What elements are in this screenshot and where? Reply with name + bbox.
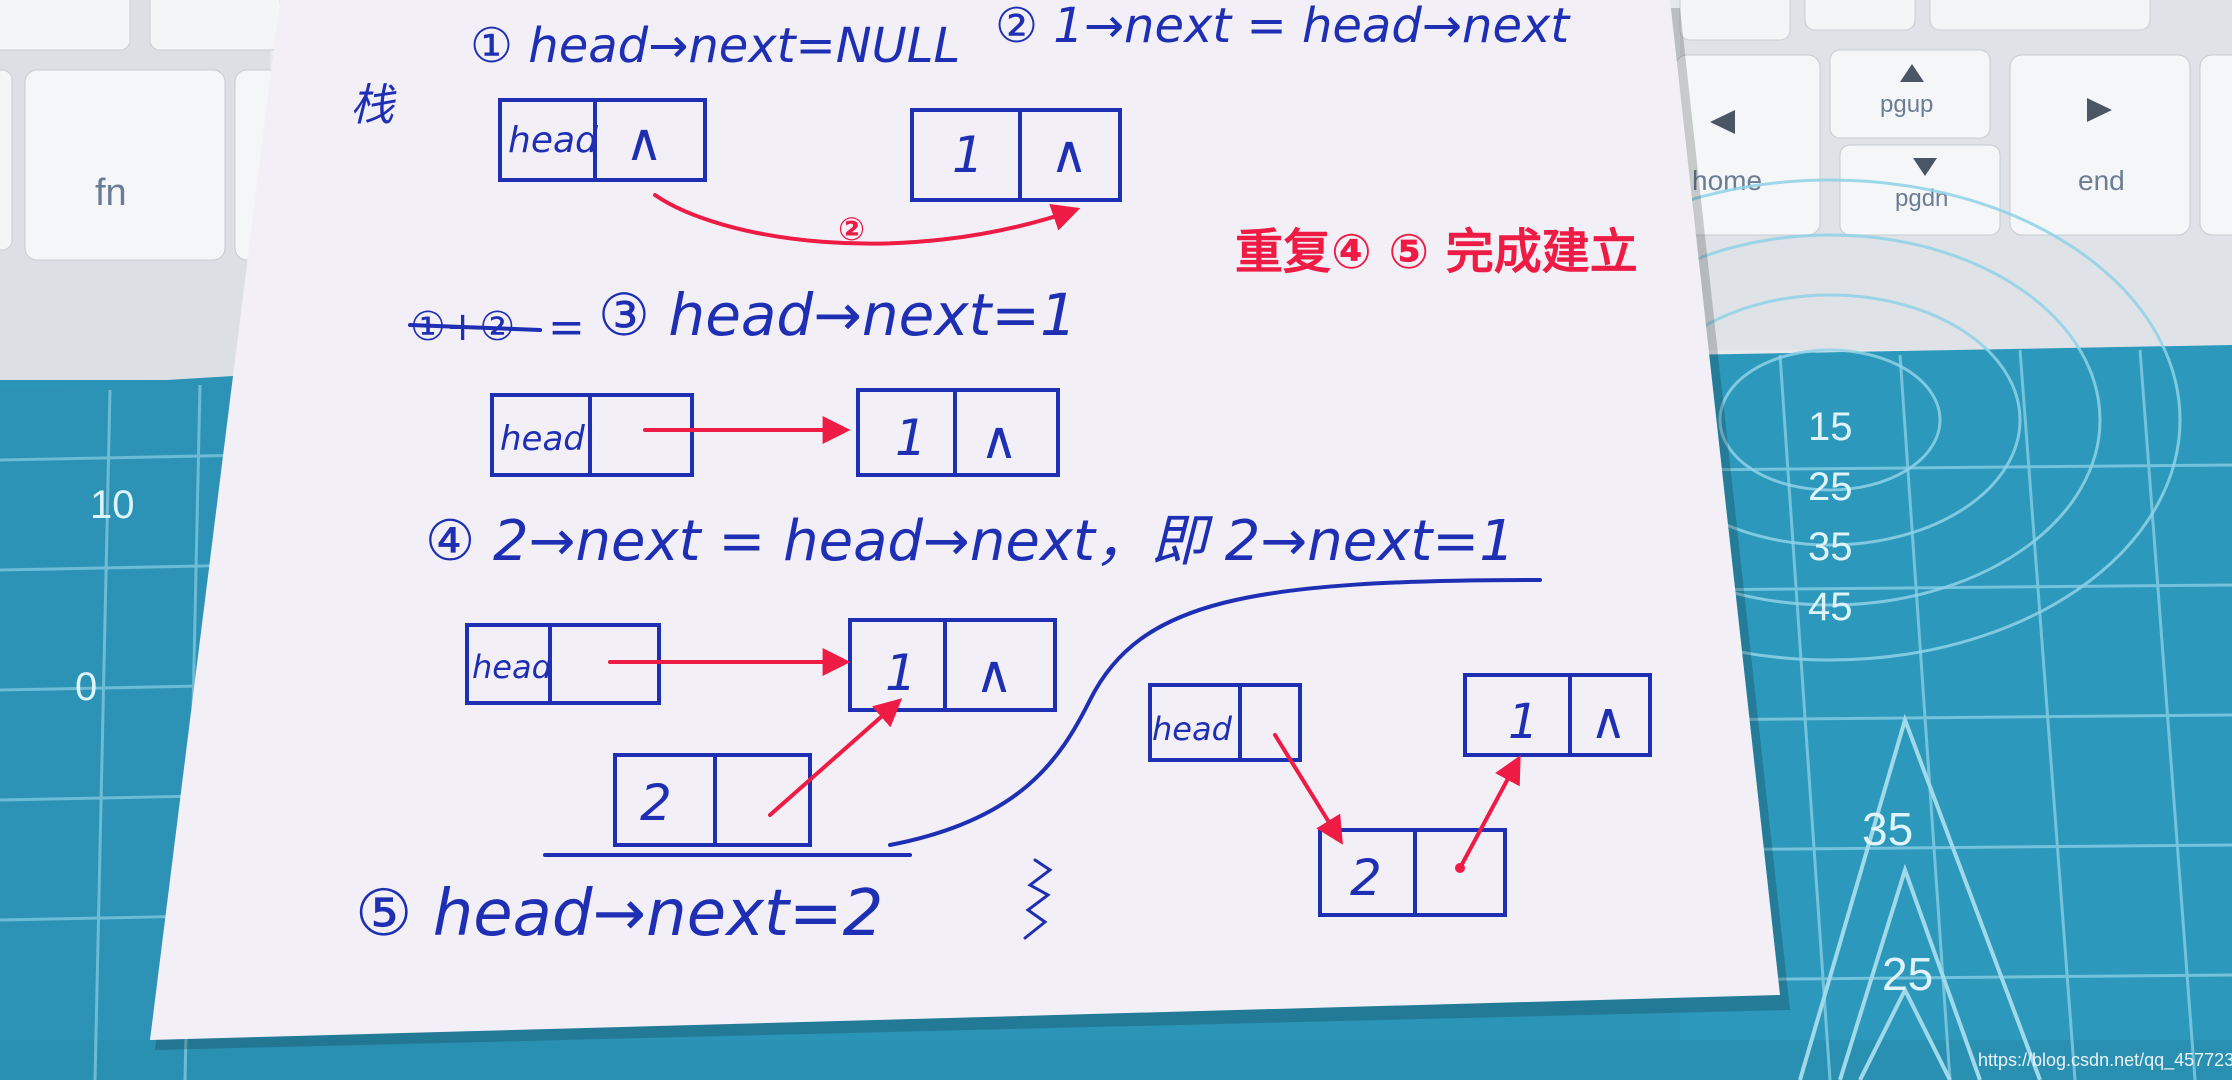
- node-value: 1: [1508, 694, 1539, 750]
- cutting-mat: 10 0 15 25 35 45 35 25: [0, 178, 2232, 1080]
- watermark: https://blog.csdn.net/qq_45772333: [1978, 1050, 2232, 1071]
- mat-number: 35: [1862, 803, 1913, 855]
- pgdn-key: [1839, 144, 2001, 236]
- node-2: [1318, 828, 1507, 917]
- null-mark: ∧: [975, 645, 1013, 705]
- node-value: 2: [640, 774, 672, 832]
- mat-number: 15: [1808, 405, 1853, 449]
- mat-number: 10: [90, 483, 135, 527]
- mat-number: 0: [75, 665, 97, 709]
- head-node: [1148, 683, 1302, 762]
- equals-sign: =: [548, 302, 585, 353]
- head-node: [498, 98, 707, 182]
- fn-key-label: fn: [95, 172, 127, 214]
- mat-number: 25: [1808, 465, 1853, 509]
- paper-note: [150, 0, 1780, 1040]
- step-4-text: ④ 2→next = head→next，即 2→next=1: [425, 509, 1515, 574]
- head-label: head: [472, 648, 553, 686]
- handwritten-diagram: [408, 98, 1652, 940]
- head-label: head: [508, 120, 599, 161]
- divider-curve: [888, 578, 1542, 847]
- red-arrows: [608, 193, 1521, 870]
- node-2: [613, 753, 812, 847]
- node-1: [910, 108, 1122, 202]
- stack-side-mark: 栈: [350, 80, 397, 131]
- crossed-steps: ①+②: [410, 304, 515, 350]
- end-key-label: end: [2078, 165, 2125, 196]
- fn-key: [24, 69, 226, 261]
- mat-number: 45: [1808, 585, 1853, 629]
- node-value: 2: [1350, 849, 1382, 907]
- end-key: [2009, 54, 2191, 236]
- step-1-text: ① head→next=NULL: [470, 18, 960, 74]
- null-mark: ∧: [1590, 692, 1627, 750]
- right-arrow-icon: [2087, 98, 2112, 122]
- down-arrow-icon: [1913, 158, 1937, 176]
- keyboard-key: [0, 69, 13, 251]
- keyboard-key: [0, 0, 131, 51]
- mat-number: 25: [1882, 948, 1933, 1000]
- null-mark: ∧: [1050, 125, 1088, 185]
- node-value: 1: [952, 126, 984, 184]
- pgup-key: [1829, 49, 1991, 139]
- mat-number: 35: [1808, 525, 1853, 569]
- keyboard-key: [1929, 0, 2151, 31]
- node-value: 1: [885, 644, 917, 702]
- node-value: 1: [895, 409, 927, 467]
- node-1: [1463, 673, 1652, 757]
- node-1: [856, 388, 1060, 477]
- null-mark: ∧: [980, 411, 1018, 471]
- repeat-note: 重复④ ⑤ 完成建立: [1235, 224, 1638, 280]
- null-mark: ∧: [625, 113, 663, 173]
- step-2-text: ② 1→next = head→next: [995, 0, 1571, 54]
- keyboard-key: [149, 0, 281, 51]
- step-5-text: ⑤ head→next=2: [355, 877, 883, 951]
- pgup-key-label: pgup: [1880, 91, 1933, 118]
- head-label: head: [500, 419, 585, 459]
- keyboard-key: [1804, 0, 1916, 31]
- head-label: head: [1152, 710, 1233, 748]
- up-arrow-icon: [1900, 64, 1924, 82]
- left-arrow-icon: [1710, 110, 1735, 134]
- arrow-step-label: ②: [838, 210, 865, 248]
- step-3-text: ③ head→next=1: [598, 281, 1077, 349]
- keyboard-key: [1679, 0, 1791, 41]
